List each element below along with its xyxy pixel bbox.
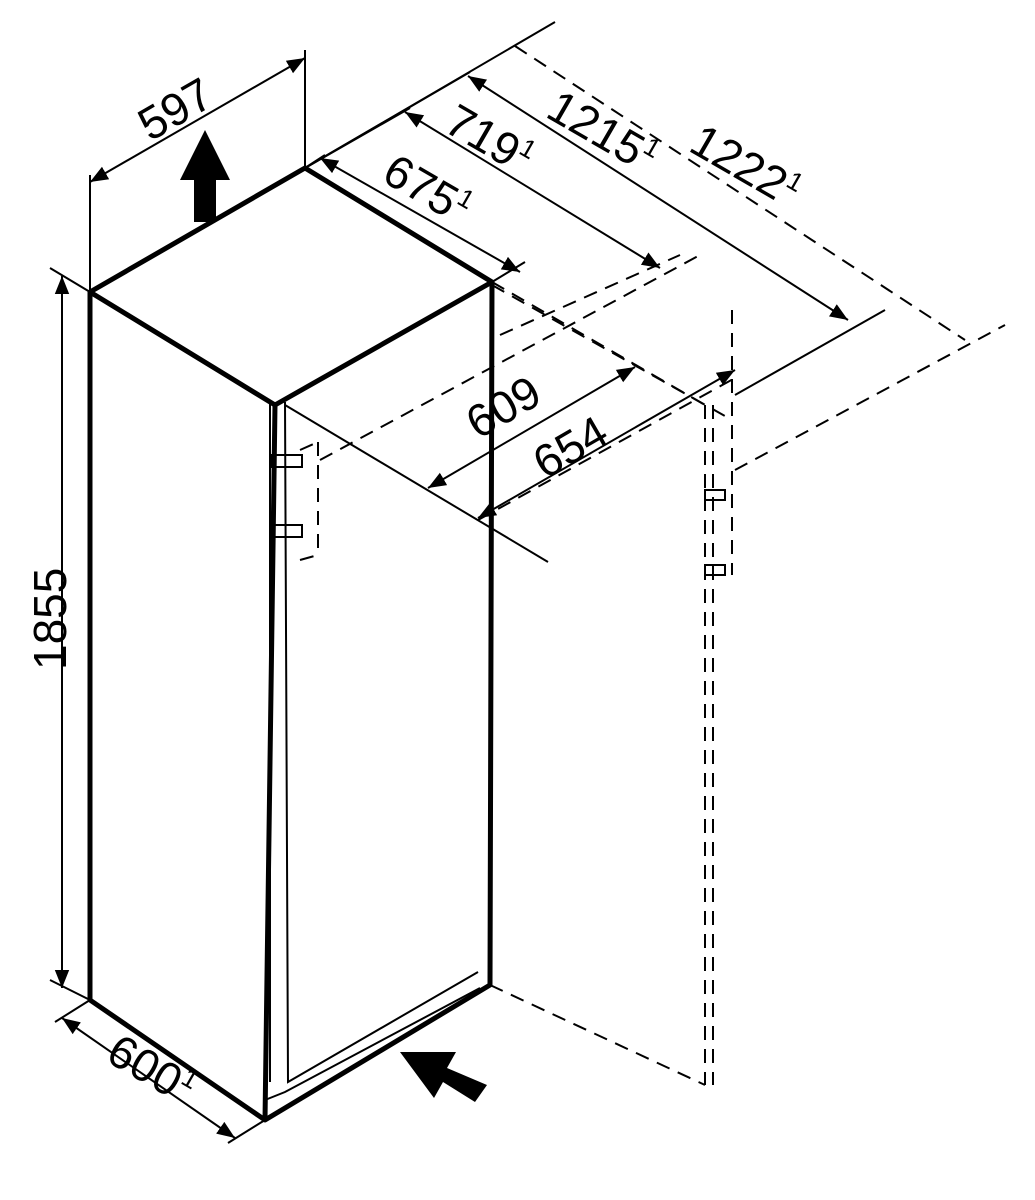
dim-1222-label: 12221 (682, 114, 809, 217)
dimension-lines (49, 21, 1006, 1144)
appliance-body (87, 165, 495, 1123)
dim-600-label: 6001 (99, 1024, 204, 1115)
airflow-in-arrow-icon (400, 1052, 487, 1102)
niche-hinge-upper (704, 489, 726, 501)
dim-1855-label: 1855 (24, 568, 76, 670)
dim-654-label: 654 (524, 405, 616, 488)
appliance-front-face (262, 281, 495, 1123)
appliance-side-face (87, 292, 267, 1123)
dim-719-label: 7191 (437, 94, 542, 185)
hinge-lower (271, 524, 303, 538)
hinge-upper (271, 441, 319, 561)
door-outline (284, 401, 479, 1084)
dim-1215-label: 12151 (539, 80, 666, 183)
niche-hinge-lower (704, 564, 726, 576)
ventilation-up-arrow-icon (180, 130, 230, 222)
plinth (264, 987, 481, 1101)
